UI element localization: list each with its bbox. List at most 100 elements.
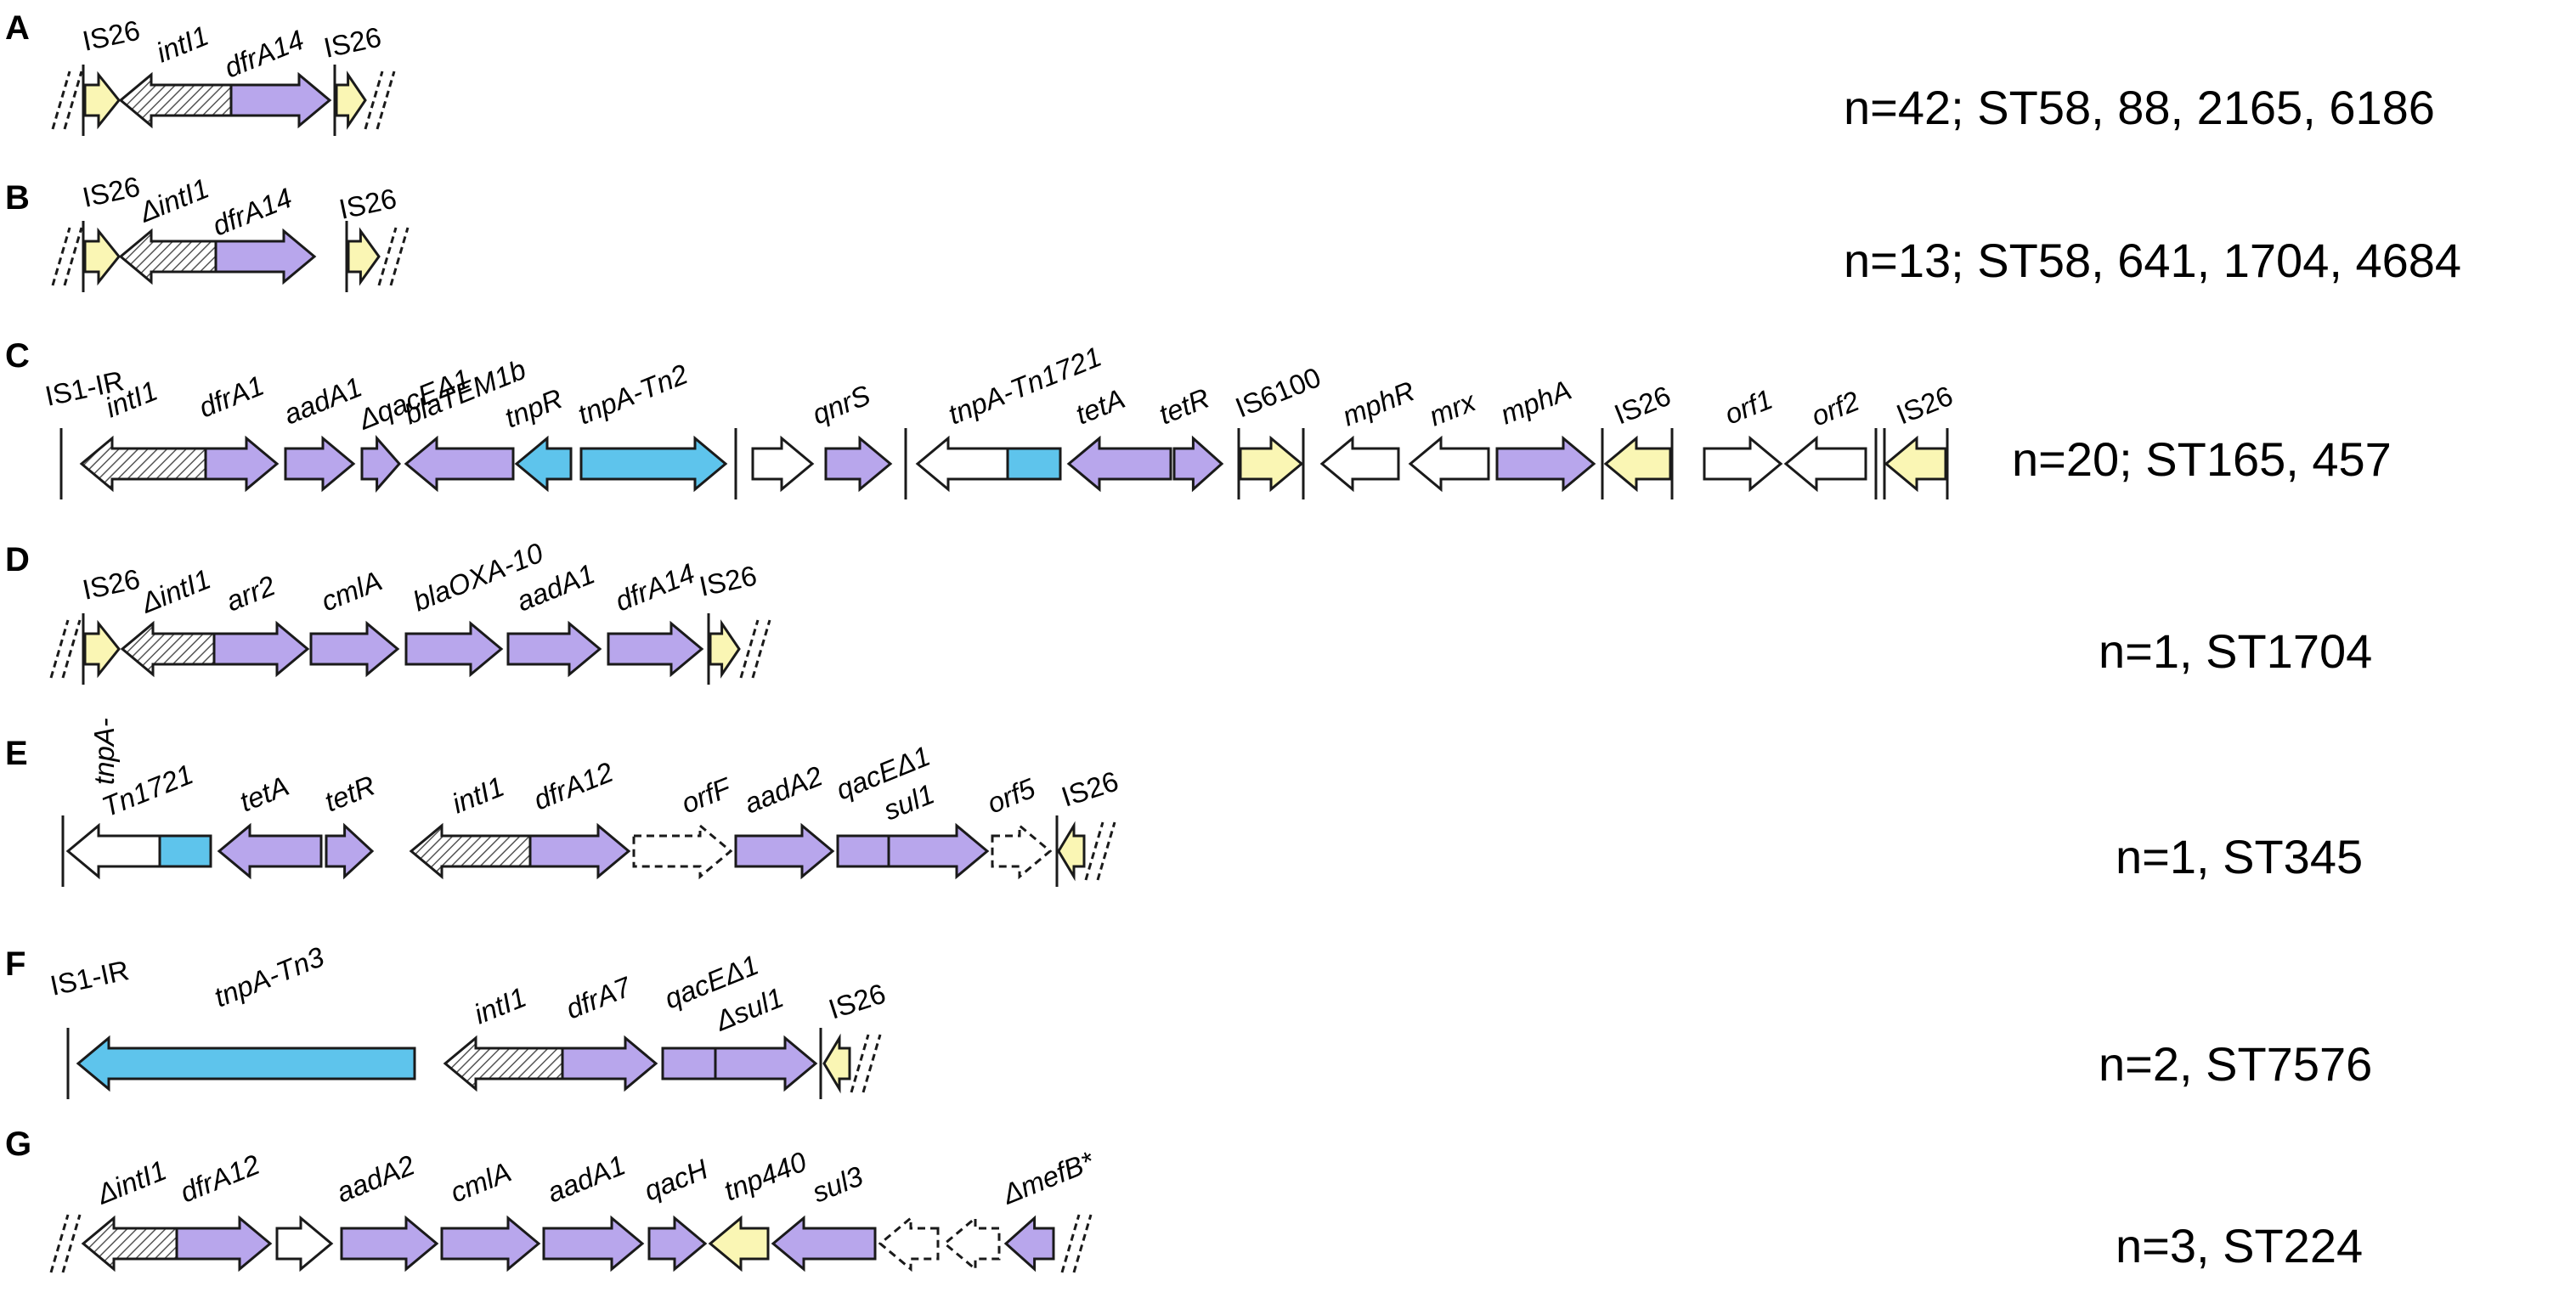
gene-segment	[839, 837, 889, 866]
gene-label: IS26	[80, 563, 143, 606]
intI1-arrow	[409, 822, 532, 880]
orfF-arrow	[632, 822, 733, 880]
sequence-break	[861, 1034, 882, 1093]
intI1-arrow	[118, 228, 217, 285]
gene-label: IS1-IR	[48, 954, 132, 1001]
tetA-arrow	[217, 822, 323, 880]
gene-segment	[160, 837, 210, 866]
orf-arrow	[275, 1215, 334, 1272]
intI1-arrow	[81, 1215, 178, 1272]
aadA2-arrow	[734, 822, 835, 880]
sequence-break	[377, 227, 398, 286]
sequence-break	[51, 227, 71, 286]
tetR-arrow	[1172, 435, 1224, 493]
row-summary: n=42; ST58, 88, 2165, 6186	[1844, 81, 2435, 134]
dfrA14-arrow	[607, 620, 704, 678]
gene-segment	[664, 1049, 715, 1078]
is26-arrow	[822, 1033, 851, 1094]
gene-label: IS26	[1058, 764, 1122, 812]
gene-label: tetA	[1071, 382, 1129, 430]
tetR-arrow	[325, 822, 375, 880]
row-letter: G	[5, 1126, 31, 1163]
blaTEM1b-arrow	[404, 435, 515, 493]
row-letter: F	[5, 945, 25, 983]
gene-label: mphR	[1338, 375, 1419, 432]
sequence-break	[376, 71, 396, 130]
gene-label: IS26	[80, 14, 143, 57]
gene-label: aadA2	[332, 1148, 419, 1208]
tnp440-arrow	[708, 1215, 770, 1272]
gene-label: dfrA14	[611, 557, 699, 618]
is26-arrow	[1884, 435, 1947, 493]
is26-arrow	[83, 71, 121, 130]
gene-label: arr2	[222, 569, 280, 617]
is26-arrow	[83, 227, 121, 286]
gene-label: tetR	[1155, 382, 1214, 431]
gene-label: intI1	[470, 981, 531, 1030]
gene-label: orf1	[1720, 383, 1777, 431]
gene-label: tnp440	[720, 1145, 811, 1206]
gene-label: tnpA-Tn3	[210, 940, 329, 1013]
gene-label: IS26	[1892, 380, 1957, 431]
row-letter: B	[5, 179, 30, 217]
mrx-arrow	[1408, 435, 1490, 493]
mphR-arrow	[1319, 435, 1400, 493]
dfrA14-arrow	[229, 71, 332, 129]
sequence-break	[1060, 1214, 1081, 1273]
gene-label: tnpA-Tn2	[573, 358, 692, 430]
sequence-break	[61, 1214, 82, 1273]
gene-label: tnpA-	[88, 718, 120, 785]
orf5-arrow	[991, 822, 1053, 880]
sequence-break	[739, 619, 760, 679]
sequence-break	[61, 619, 82, 679]
orf-arrow	[878, 1215, 940, 1272]
gene-label: dfrA1	[195, 370, 268, 424]
gene-label: IS26	[80, 171, 143, 213]
gene-label: intI1	[152, 20, 213, 69]
gene-label: dfrA12	[176, 1148, 264, 1209]
tnpA-Tn2-arrow	[579, 435, 728, 493]
row-letter: D	[5, 541, 30, 578]
row-summary: n=1, ST1704	[2099, 624, 2372, 678]
orf-arrow	[751, 435, 815, 493]
gene-segment	[1008, 449, 1059, 478]
sequence-break	[364, 71, 384, 130]
dfrA14-arrow	[214, 228, 317, 285]
gene-label: IS6100	[1231, 361, 1325, 423]
row-summary: n=3, ST224	[2116, 1219, 2363, 1272]
intI1-arrow	[79, 435, 207, 493]
row-summary: n=2, ST7576	[2099, 1037, 2372, 1091]
tnpA-Tn3-arrow	[76, 1035, 416, 1092]
aadA1-arrow	[506, 620, 602, 678]
gene-label: dfrA7	[562, 970, 637, 1024]
sequence-break	[389, 227, 410, 286]
aadA1-arrow	[284, 435, 356, 493]
qnrS-arrow	[824, 435, 893, 493]
row-b: B n=13; ST58, 641, 1704, 4684 IS26ΔintI1…	[5, 171, 2461, 292]
is6100-arrow	[1239, 435, 1304, 493]
blaOXA-10-arrow	[404, 620, 504, 678]
gene-label: ΔintI1	[134, 172, 213, 228]
sequence-break	[49, 1214, 70, 1273]
gene-label: IS26	[321, 21, 384, 64]
gene-label: mphA	[1496, 374, 1576, 431]
sequence-break	[1072, 1214, 1093, 1273]
gene-label: cmlA	[317, 565, 387, 618]
sequence-break	[1084, 821, 1104, 881]
tnpR-arrow	[514, 435, 573, 493]
gene-label: dfrA12	[529, 756, 618, 816]
orf1-arrow	[1703, 435, 1783, 493]
gene-label: orf5	[983, 772, 1040, 820]
gene-label: qacH	[640, 1153, 712, 1206]
gene-label: tetR	[320, 770, 380, 818]
gene-label: tetA	[235, 770, 293, 817]
gene-label: qnrS	[808, 379, 875, 430]
gene-label: aadA1	[543, 1148, 630, 1208]
mefB-arrow	[1003, 1215, 1055, 1272]
gene-label: intI1	[448, 770, 509, 820]
is26-arrow	[335, 71, 367, 130]
